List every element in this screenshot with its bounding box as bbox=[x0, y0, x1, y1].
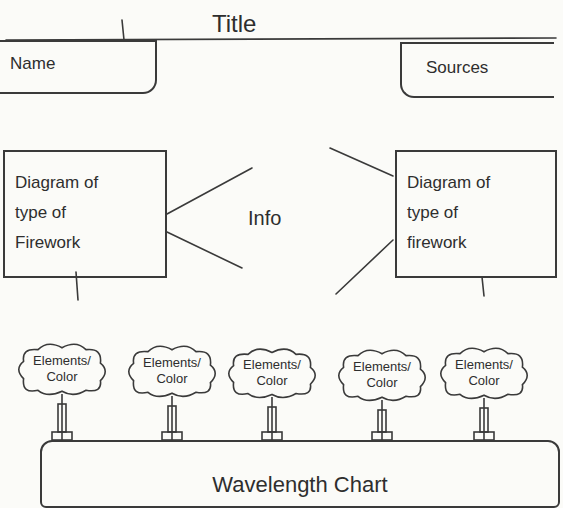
pole-base bbox=[474, 432, 494, 440]
text-group: Wavelength Chart bbox=[52, 472, 548, 498]
node-text: Sources bbox=[426, 58, 544, 78]
stem-line bbox=[482, 277, 484, 296]
text-group: Elements/ Color bbox=[29, 353, 95, 384]
text-group: Elements/ Color bbox=[349, 359, 415, 390]
pole-base bbox=[262, 432, 282, 440]
element-cloud: Elements/ Color bbox=[334, 346, 430, 404]
cloud-path bbox=[339, 350, 425, 400]
cloud-path bbox=[129, 346, 215, 396]
pole-body bbox=[168, 406, 176, 432]
node-text: Elements/ Color bbox=[239, 357, 305, 388]
title-text: Title bbox=[212, 10, 256, 38]
pole-line bbox=[271, 397, 273, 440]
pole-connector bbox=[262, 397, 282, 440]
element-cloud: Elements/ Color bbox=[436, 344, 532, 402]
info-line bbox=[167, 232, 242, 268]
pole-connector bbox=[52, 394, 72, 440]
wavelength-band: Wavelength Chart bbox=[40, 440, 560, 508]
pole-base bbox=[162, 432, 182, 440]
text-group: Name bbox=[10, 54, 145, 74]
info-line bbox=[336, 240, 393, 294]
frame-tick bbox=[122, 20, 124, 40]
text-group: Elements/ Color bbox=[239, 357, 305, 388]
info-line bbox=[330, 148, 393, 176]
element-cloud: Elements/ Color bbox=[124, 342, 220, 400]
node-text: Elements/ Color bbox=[29, 353, 95, 384]
cloud-path bbox=[229, 349, 315, 397]
node-text: Elements/ Color bbox=[139, 355, 205, 386]
pole-line bbox=[483, 398, 485, 440]
pole-base bbox=[52, 432, 72, 440]
pole-line bbox=[381, 400, 383, 440]
diagram-box: Diagram of type of firework bbox=[395, 150, 557, 278]
pole-body bbox=[378, 410, 386, 432]
text-group: Elements/ Color bbox=[451, 357, 517, 388]
node-text: Elements/ Color bbox=[349, 359, 415, 390]
text-group: Elements/ Color bbox=[139, 355, 205, 386]
pole-connector bbox=[162, 396, 182, 440]
element-cloud: Elements/ Color bbox=[224, 345, 320, 401]
pole-line bbox=[171, 396, 173, 440]
cloud-path bbox=[441, 348, 527, 398]
sources-box: Sources bbox=[400, 42, 554, 98]
pole-body bbox=[58, 404, 66, 432]
text-group: Sources bbox=[426, 58, 544, 78]
pole-connector bbox=[474, 398, 494, 440]
node-text: Diagram of type of firework bbox=[407, 168, 505, 257]
text-group: Diagram of type of firework bbox=[407, 168, 545, 257]
info-label: Info bbox=[248, 207, 281, 230]
node-text: Diagram of type of Firework bbox=[15, 168, 113, 257]
cloud-path bbox=[19, 344, 105, 394]
pole-connector bbox=[372, 400, 392, 440]
pole-line bbox=[61, 394, 63, 440]
node-text: Elements/ Color bbox=[451, 357, 517, 388]
text-group: Diagram of type of Firework bbox=[15, 168, 155, 257]
pole-body bbox=[480, 408, 488, 432]
pole-base bbox=[372, 432, 392, 440]
name-box: Name bbox=[0, 40, 157, 94]
info-line bbox=[167, 168, 252, 214]
node-text: Name bbox=[10, 54, 145, 74]
node-text: Wavelength Chart bbox=[52, 472, 548, 498]
diagram-box: Diagram of type of Firework bbox=[3, 150, 167, 278]
pole-body bbox=[268, 407, 276, 432]
element-cloud: Elements/ Color bbox=[14, 340, 110, 398]
